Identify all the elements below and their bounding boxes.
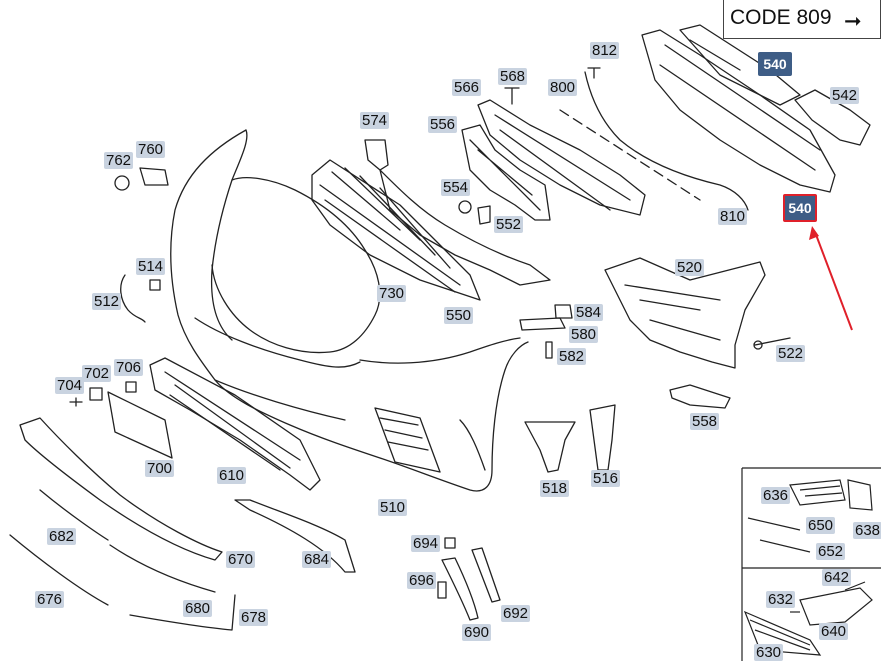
trim-678-shape bbox=[129, 594, 236, 631]
callout-568[interactable]: 568 bbox=[498, 68, 528, 85]
screw-704-shape bbox=[69, 397, 83, 407]
clip-552-shape bbox=[477, 205, 491, 225]
trim-670-shape bbox=[19, 417, 223, 561]
bolt-522-shape bbox=[754, 337, 791, 346]
badge-540-top[interactable]: 540 bbox=[758, 52, 792, 76]
inset-boxes bbox=[741, 467, 881, 661]
callout-550[interactable]: 550 bbox=[444, 307, 474, 324]
callout-692[interactable]: 692 bbox=[501, 605, 531, 622]
right-arrow-icon: ➞ bbox=[844, 9, 862, 33]
callout-650[interactable]: 650 bbox=[806, 517, 836, 534]
callout-518[interactable]: 518 bbox=[540, 480, 570, 497]
sensor-760-shape bbox=[139, 167, 169, 186]
sensor-ring-762-shape bbox=[114, 175, 130, 191]
callout-676[interactable]: 676 bbox=[35, 591, 65, 608]
callout-678[interactable]: 678 bbox=[239, 609, 269, 626]
callout-702[interactable]: 702 bbox=[82, 365, 112, 382]
clip-580-shape bbox=[519, 317, 566, 331]
callout-640[interactable]: 640 bbox=[819, 623, 849, 640]
clip-706-shape bbox=[125, 381, 137, 393]
callout-670[interactable]: 670 bbox=[226, 551, 256, 568]
callout-810[interactable]: 810 bbox=[718, 208, 748, 225]
bumper-cover-shape bbox=[170, 129, 529, 492]
callout-610[interactable]: 610 bbox=[217, 467, 247, 484]
callout-760[interactable]: 760 bbox=[136, 141, 166, 158]
callout-706[interactable]: 706 bbox=[114, 359, 144, 376]
trim-692-shape bbox=[471, 547, 501, 603]
screw-582-shape bbox=[545, 341, 553, 359]
callout-520[interactable]: 520 bbox=[675, 259, 705, 276]
callout-638[interactable]: 638 bbox=[853, 522, 881, 539]
grille-730-shape bbox=[311, 159, 481, 301]
callout-696[interactable]: 696 bbox=[407, 572, 437, 589]
screw-696-shape bbox=[437, 581, 447, 599]
callout-812[interactable]: 812 bbox=[590, 42, 620, 59]
trim-684-shape bbox=[234, 499, 356, 573]
wiring-810-cable bbox=[584, 71, 749, 211]
cable-512-shape bbox=[120, 274, 146, 323]
absorber-800-shape bbox=[477, 99, 646, 216]
callout-642[interactable]: 642 bbox=[822, 569, 852, 586]
callout-694[interactable]: 694 bbox=[411, 535, 441, 552]
screw-812-shape bbox=[587, 67, 601, 79]
bracket-520-shape bbox=[604, 257, 766, 369]
bracket-558-shape bbox=[669, 384, 731, 409]
trim-676-shape bbox=[9, 534, 109, 606]
callout-652[interactable]: 652 bbox=[816, 543, 846, 560]
callout-680[interactable]: 680 bbox=[183, 600, 213, 617]
callout-556[interactable]: 556 bbox=[428, 116, 458, 133]
screw-568-shape bbox=[504, 87, 520, 105]
callout-730[interactable]: 730 bbox=[377, 285, 407, 302]
callout-632[interactable]: 632 bbox=[766, 591, 796, 608]
callout-542[interactable]: 542 bbox=[830, 87, 860, 104]
clip-584-shape bbox=[554, 304, 573, 319]
clip-554-shape bbox=[458, 200, 472, 214]
callout-574[interactable]: 574 bbox=[360, 112, 390, 129]
callout-512[interactable]: 512 bbox=[92, 293, 122, 310]
lower-grille-610-shape bbox=[149, 357, 321, 491]
wiring-810-dashed bbox=[559, 109, 701, 201]
trim-690-shape bbox=[441, 557, 479, 621]
highlight-arrow bbox=[809, 226, 853, 331]
code-label: CODE 809 bbox=[730, 6, 832, 29]
callout-636[interactable]: 636 bbox=[761, 487, 791, 504]
callout-558[interactable]: 558 bbox=[690, 413, 720, 430]
callout-690[interactable]: 690 bbox=[462, 624, 492, 641]
callout-522[interactable]: 522 bbox=[776, 345, 806, 362]
badge-540-highlighted[interactable]: 540 bbox=[783, 194, 817, 222]
callout-700[interactable]: 700 bbox=[145, 460, 175, 477]
support-556-shape bbox=[461, 124, 551, 221]
callout-514[interactable]: 514 bbox=[136, 258, 166, 275]
nut-702-shape bbox=[89, 387, 103, 401]
callout-566[interactable]: 566 bbox=[452, 79, 482, 96]
bracket-574-shape bbox=[364, 139, 389, 171]
code-box: CODE 809 ➞ bbox=[723, 0, 881, 39]
callout-584[interactable]: 584 bbox=[574, 304, 604, 321]
plate-bracket-700-shape bbox=[107, 391, 173, 459]
trim-682-shape bbox=[39, 489, 109, 541]
callout-554[interactable]: 554 bbox=[441, 179, 471, 196]
callout-516[interactable]: 516 bbox=[591, 470, 621, 487]
trim-680-shape bbox=[109, 544, 216, 593]
callout-704[interactable]: 704 bbox=[55, 377, 85, 394]
bracket-542-shape bbox=[794, 89, 871, 146]
callout-552[interactable]: 552 bbox=[494, 216, 524, 233]
callout-762[interactable]: 762 bbox=[104, 152, 134, 169]
beam-540-shape bbox=[641, 29, 836, 193]
trim-518-shape bbox=[524, 421, 576, 473]
callout-580[interactable]: 580 bbox=[569, 326, 599, 343]
trim-516-shape bbox=[589, 404, 616, 471]
callout-510[interactable]: 510 bbox=[378, 499, 408, 516]
callout-582[interactable]: 582 bbox=[557, 348, 587, 365]
callout-800[interactable]: 800 bbox=[548, 79, 578, 96]
callout-630[interactable]: 630 bbox=[754, 644, 784, 661]
callout-684[interactable]: 684 bbox=[302, 551, 332, 568]
clip-514-shape bbox=[149, 279, 161, 291]
clip-694-shape bbox=[444, 537, 456, 549]
callout-682[interactable]: 682 bbox=[47, 528, 77, 545]
